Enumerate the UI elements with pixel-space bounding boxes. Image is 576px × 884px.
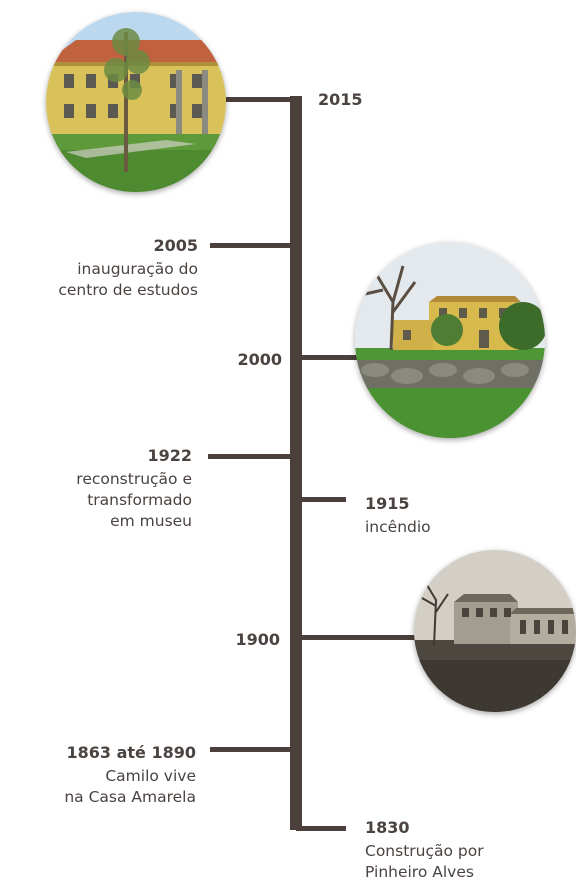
event-description-1863-1890: Camilo vive na Casa Amarela [64,767,196,806]
year-label-1900: 1900 [235,630,280,649]
house-2000-image [355,242,545,438]
year-label-1922: 1922 [147,446,192,465]
year-label-2015: 2015 [318,90,363,109]
year-label-1915: 1915 [365,494,410,513]
timeline-branch-2015 [226,97,296,102]
year-label-2000: 2000 [237,350,282,369]
timeline-branch-2000 [296,355,362,360]
timeline-branch-1922 [208,454,296,459]
house-1900-image [414,550,576,712]
timeline-branch-1863 [210,747,296,752]
timeline-branch-1915 [296,497,346,502]
house-2015-image [46,12,226,192]
event-description-1830: Construção por Pinheiro Alves [365,842,484,881]
year-label-1863-1890: 1863 até 1890 [66,743,197,762]
event-description-1915: incêndio [365,518,431,536]
photo-yellow-house-2015 [46,12,226,192]
year-label-2005: 2005 [153,236,198,255]
timeline-spine [290,96,302,830]
timeline-branch-1830 [296,826,346,831]
event-description-1922: reconstrução e transformado em museu [76,470,192,530]
year-label-1830: 1830 [365,818,410,837]
timeline-branch-2005 [210,243,296,248]
timeline-branch-1900 [296,635,420,640]
event-description-2005: inauguração do centro de estudos [58,260,198,299]
photo-house-1900-sepia [414,550,576,712]
photo-yellow-house-2000 [355,242,545,438]
